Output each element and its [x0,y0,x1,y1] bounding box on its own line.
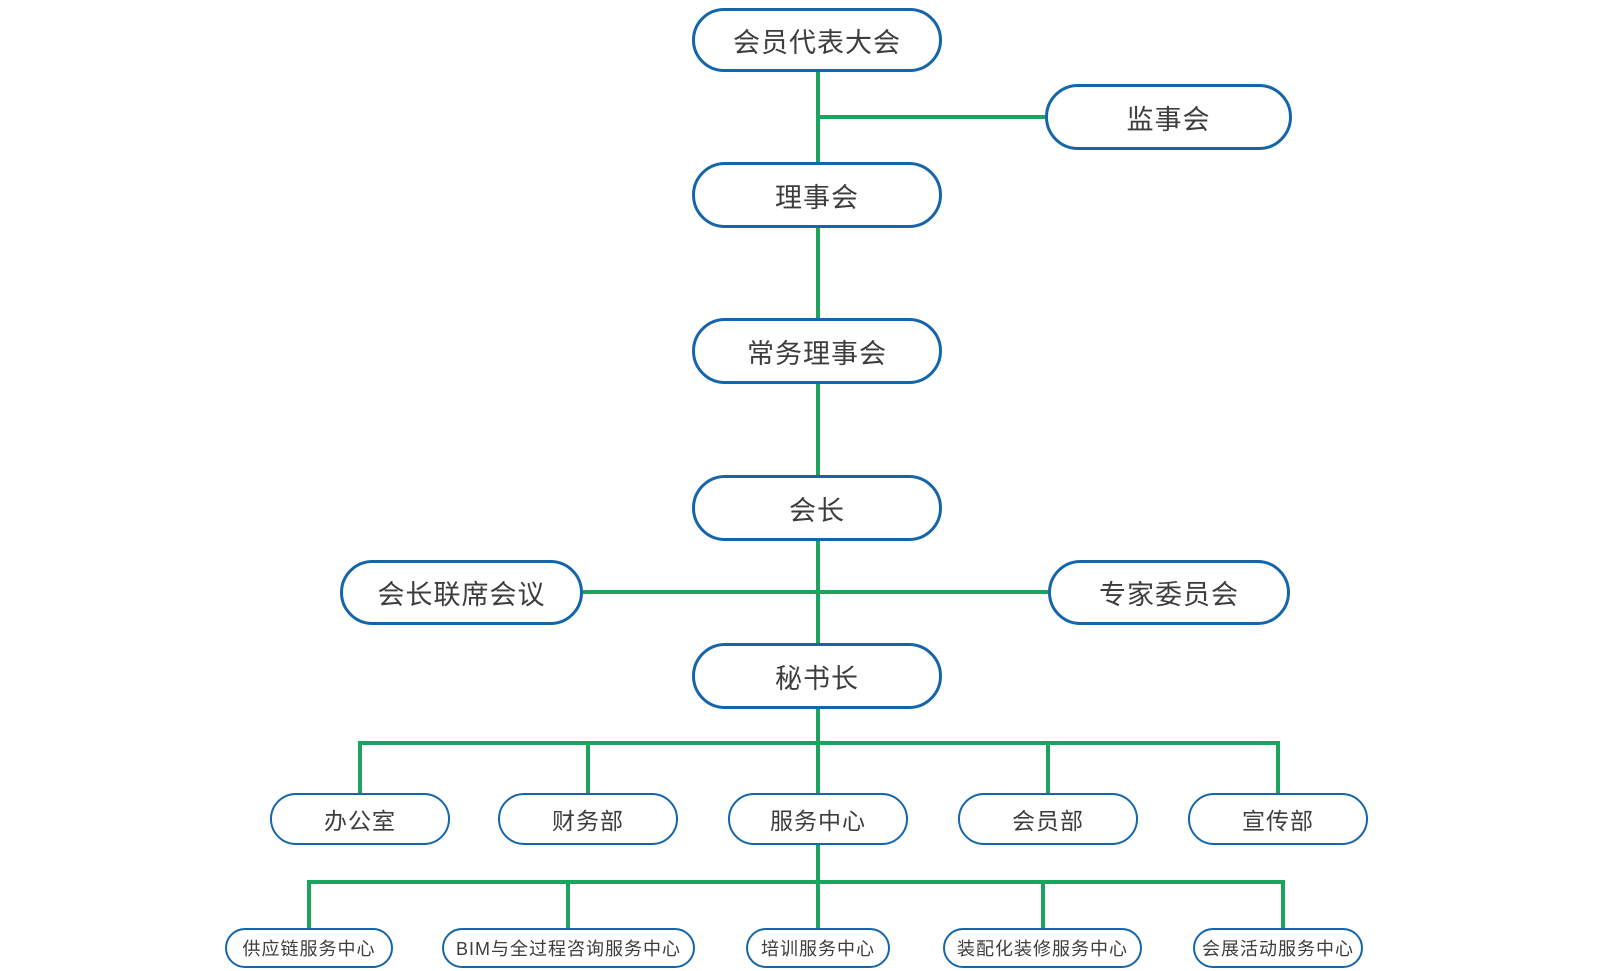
connector-drop-exhibition [1281,880,1285,928]
connector-drop-finance [586,741,590,793]
connector-drop-office [358,741,362,793]
connector-service-center-down [816,845,820,884]
connector-level3-bar [307,880,1285,884]
node-publicity-dept: 宣传部 [1188,793,1368,845]
connector-drop-service-center [816,741,820,793]
node-supervisory-board: 监事会 [1045,84,1292,150]
node-service-center: 服务中心 [728,793,908,845]
node-secretary-general: 秘书长 [692,643,942,709]
connector-council-standing [816,228,820,318]
node-presidents-joint-meeting: 会长联席会议 [340,560,583,625]
connector-drop-supply-chain [307,880,311,928]
node-bim-consulting-service-center: BIM与全过程咨询服务中心 [442,928,695,968]
node-standing-council: 常务理事会 [692,318,942,384]
node-expert-committee: 专家委员会 [1048,560,1290,625]
connector-drop-membership [1046,741,1050,793]
node-prefab-decoration-service-center: 装配化装修服务中心 [943,928,1142,968]
connector-drop-bim [566,880,570,928]
node-supply-chain-service-center: 供应链服务中心 [225,928,393,968]
node-president: 会长 [692,475,942,541]
node-exhibition-service-center: 会展活动服务中心 [1193,928,1363,968]
node-member-assembly: 会员代表大会 [692,8,942,72]
connector-secretary-down [816,709,820,745]
connector-drop-training [816,880,820,928]
connector-standing-president [816,384,820,475]
node-council: 理事会 [692,162,942,228]
node-membership-dept: 会员部 [958,793,1138,845]
node-finance-dept: 财务部 [498,793,678,845]
connector-drop-publicity [1276,741,1280,793]
connector-drop-prefab [1041,880,1045,928]
node-training-service-center: 培训服务中心 [746,928,890,968]
node-office: 办公室 [270,793,450,845]
connector-joint-meeting-expert-committee [583,590,1048,594]
connector-supervisory-branch [818,115,1045,119]
